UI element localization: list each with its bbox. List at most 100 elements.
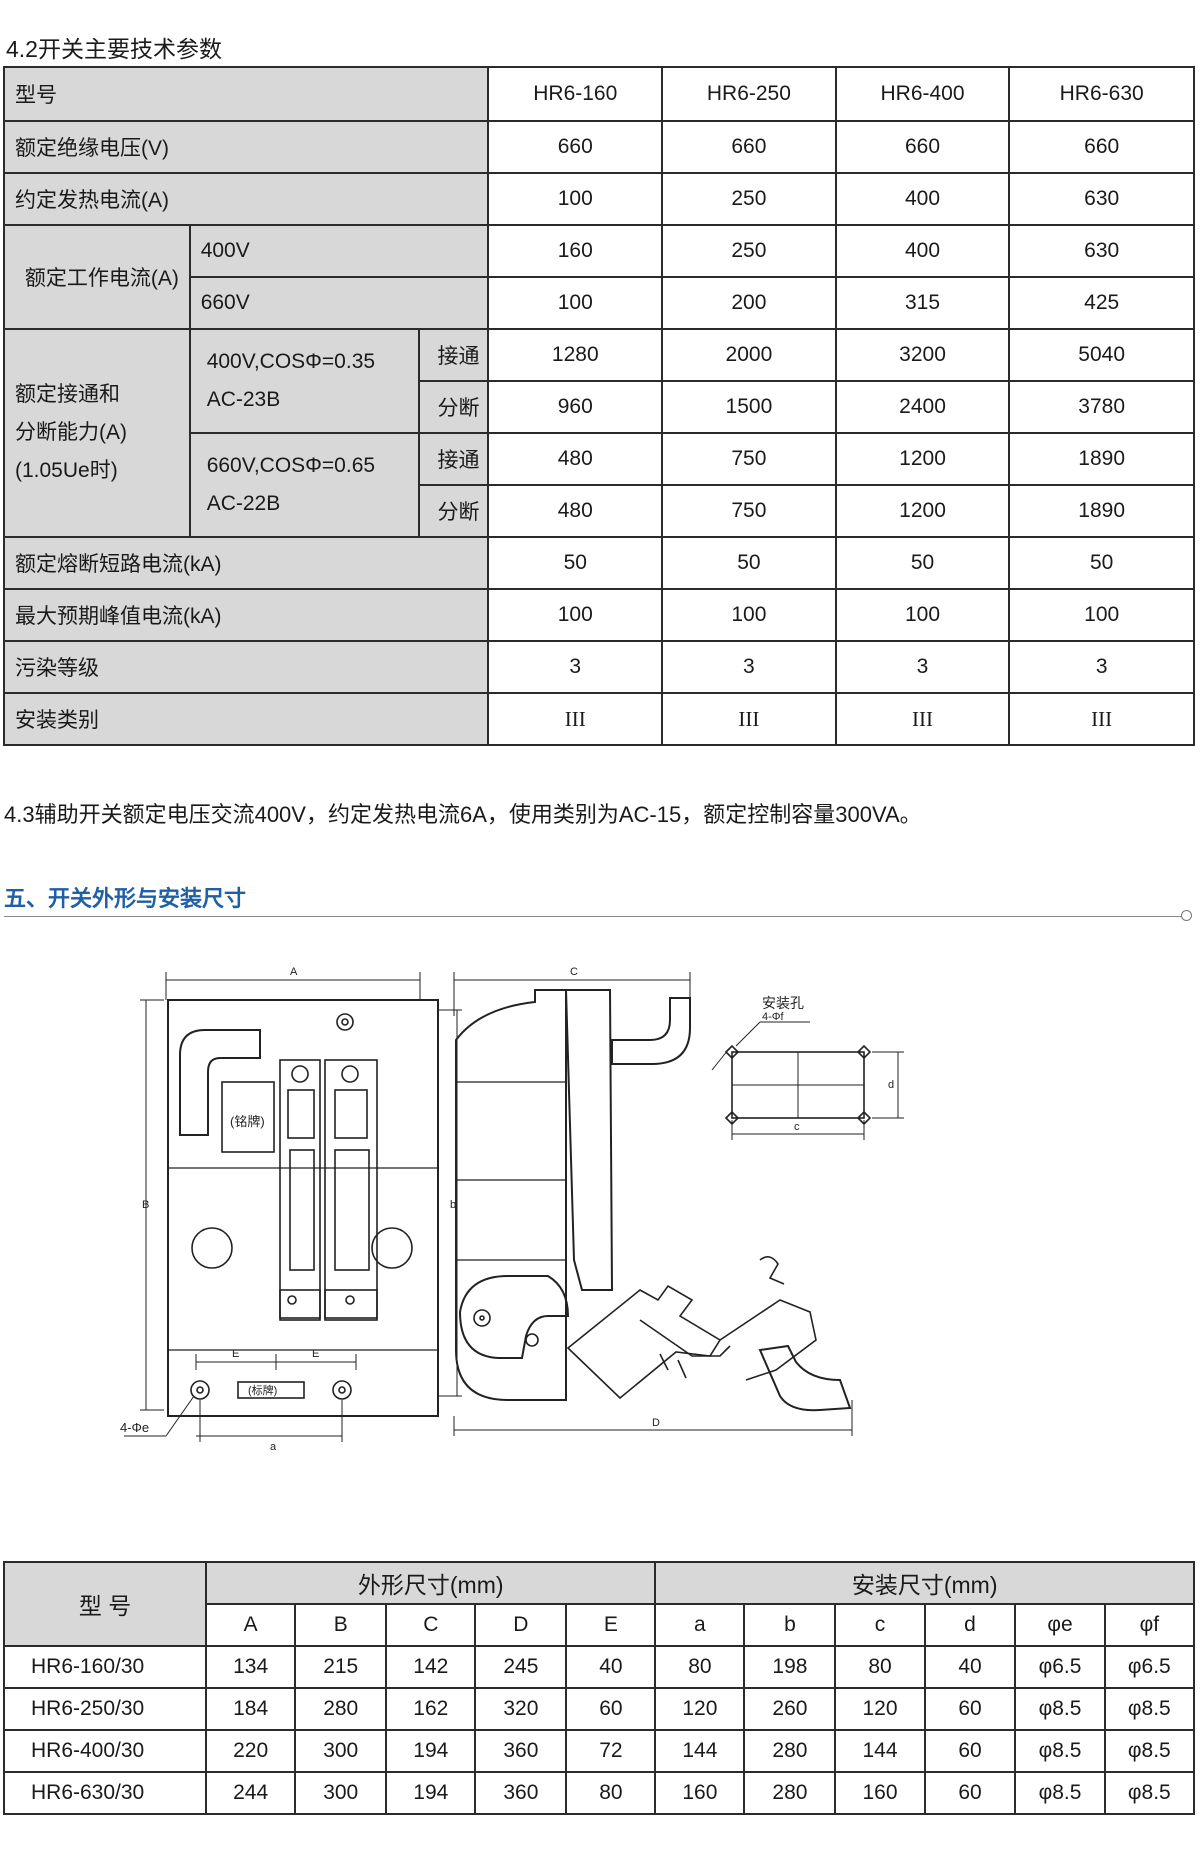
model-cell: HR6-160 <box>487 66 664 122</box>
value-cell: 320 <box>474 1687 568 1731</box>
hole-spec-f: 4-Φf <box>762 1011 785 1023</box>
value-cell: 220 <box>205 1729 297 1773</box>
value-cell: 280 <box>743 1771 837 1815</box>
value-cell: 144 <box>654 1729 746 1773</box>
value-cell: 194 <box>385 1729 477 1773</box>
column-header: C <box>385 1603 477 1647</box>
capacity-row: 660V,COSΦ=0.65 AC-22B 接通 480 750 1200 18… <box>4 432 1195 538</box>
value-cell: 300 <box>294 1771 388 1815</box>
value-cell: 3780 <box>1008 380 1195 434</box>
op-label: 分断 <box>417 484 490 538</box>
value-cell: III <box>834 692 1011 746</box>
capacity-label: 额定接通和 分断能力(A) (1.05Ue时) <box>3 328 191 538</box>
value-cell: 40 <box>923 1645 1017 1689</box>
table-row: HR6-160/30 134 215 142 245 40 80 198 80 … <box>2 1645 1196 1689</box>
peak-label: 最大预期峰值电流(kA) <box>2 588 490 642</box>
value-cell: 134 <box>205 1645 297 1689</box>
value-cell: 660 <box>661 120 837 174</box>
value-cell: 250 <box>661 172 837 226</box>
value-cell: III <box>661 692 837 746</box>
value-cell: 1200 <box>834 484 1011 538</box>
value-cell: 400 <box>834 172 1011 226</box>
value-cell: 160 <box>654 1771 746 1815</box>
work-current-label: 额定工作电流(A) <box>3 224 191 330</box>
model-cell: HR6-630/30 <box>2 1771 208 1815</box>
value-cell: 120 <box>834 1687 926 1731</box>
value-cell: 630 <box>1008 224 1195 278</box>
column-header: B <box>294 1603 388 1647</box>
side-view: C D <box>453 966 853 1436</box>
value-cell: 200 <box>661 276 837 330</box>
capacity-condition: 660V,COSΦ=0.65 AC-22B <box>188 432 420 538</box>
value-cell: 425 <box>1008 276 1195 330</box>
peak-row: 最大预期峰值电流(kA) 100 100 100 100 <box>2 588 1195 642</box>
value-cell: 100 <box>487 588 664 642</box>
model-cell: HR6-250 <box>661 66 837 122</box>
value-cell: 245 <box>474 1645 568 1689</box>
dimension-drawing: A B b (铭牌) <box>120 966 904 1453</box>
value-cell: φ8.5 <box>1014 1729 1106 1773</box>
value-cell: 50 <box>661 536 837 590</box>
value-cell: 300 <box>294 1729 388 1773</box>
value-cell: 50 <box>1008 536 1195 590</box>
section-divider <box>4 916 1184 917</box>
install-cat-label: 安装类别 <box>2 692 490 746</box>
value-cell: 3 <box>1008 640 1195 694</box>
value-cell: 100 <box>487 172 664 226</box>
value-cell: 750 <box>661 484 837 538</box>
value-cell: 480 <box>487 484 664 538</box>
spec-table: 型号 HR6-160 HR6-250 HR6-400 HR6-630 额定绝缘电… <box>2 66 1195 746</box>
value-cell: 280 <box>294 1687 388 1731</box>
op-label: 接通 <box>417 432 490 486</box>
value-cell: 60 <box>565 1687 657 1731</box>
dim-label-D: D <box>652 1417 660 1429</box>
value-cell: 100 <box>1008 588 1195 642</box>
value-cell: 960 <box>487 380 664 434</box>
value-cell: 50 <box>487 536 664 590</box>
value-cell: 60 <box>923 1729 1017 1773</box>
capacity-row: 分断 480 750 1200 1890 <box>4 484 1195 538</box>
model-header: 型 号 <box>2 1561 208 1647</box>
model-label: 型号 <box>2 66 490 122</box>
value-cell: 184 <box>205 1687 297 1731</box>
table-row: HR6-630/30 244 300 194 360 80 160 280 16… <box>2 1771 1196 1815</box>
condition-line: 400V,COSΦ=0.35 <box>206 350 376 373</box>
work-voltage-label: 660V <box>188 276 490 330</box>
model-cell: HR6-250/30 <box>2 1687 208 1731</box>
outer-size-header: 外形尺寸(mm) <box>205 1561 657 1605</box>
column-header: E <box>565 1603 657 1647</box>
work-voltage-label: 400V <box>188 224 490 278</box>
thermal-row: 约定发热电流(A) 100 250 400 630 <box>2 172 1195 226</box>
value-cell: 244 <box>205 1771 297 1815</box>
insulation-label: 额定绝缘电压(V) <box>2 120 490 174</box>
value-cell: 660 <box>1008 120 1195 174</box>
column-header: φe <box>1014 1603 1106 1647</box>
tag-label: (标牌) <box>248 1383 277 1397</box>
dim-label-a: a <box>270 1441 277 1453</box>
nameplate-label: (铭牌) <box>230 1114 265 1129</box>
work-current-row: 660V 100 200 315 425 <box>4 276 1195 330</box>
value-cell: 3200 <box>834 328 1011 382</box>
section-4-2-title: 4.2开关主要技术参数 <box>6 36 222 62</box>
dim-label-b: b <box>450 1199 456 1211</box>
table-row: HR6-250/30 184 280 162 320 60 120 260 12… <box>2 1687 1196 1731</box>
dimension-subheader-row: A B C D E a b c d φe φf <box>4 1603 1196 1647</box>
op-label: 接通 <box>417 328 490 382</box>
value-cell: 1280 <box>487 328 664 382</box>
model-cell: HR6-400 <box>834 66 1011 122</box>
value-cell: 60 <box>923 1771 1017 1815</box>
value-cell: 72 <box>565 1729 657 1773</box>
value-cell: 750 <box>661 432 837 486</box>
dim-label-c: c <box>794 1121 800 1133</box>
fuse-short-row: 额定熔断短路电流(kA) 50 50 50 50 <box>2 536 1195 590</box>
capacity-label-line: 分断能力(A) <box>15 421 127 444</box>
model-cell: HR6-630 <box>1008 66 1195 122</box>
capacity-label-line: (1.05Ue时) <box>15 459 118 482</box>
install-size-header: 安装尺寸(mm) <box>654 1561 1195 1605</box>
value-cell: 142 <box>385 1645 477 1689</box>
value-cell: 480 <box>487 432 664 486</box>
value-cell: 100 <box>661 588 837 642</box>
value-cell: φ8.5 <box>1014 1771 1106 1815</box>
capacity-row: 分断 960 1500 2400 3780 <box>4 380 1195 434</box>
value-cell: 400 <box>834 224 1011 278</box>
